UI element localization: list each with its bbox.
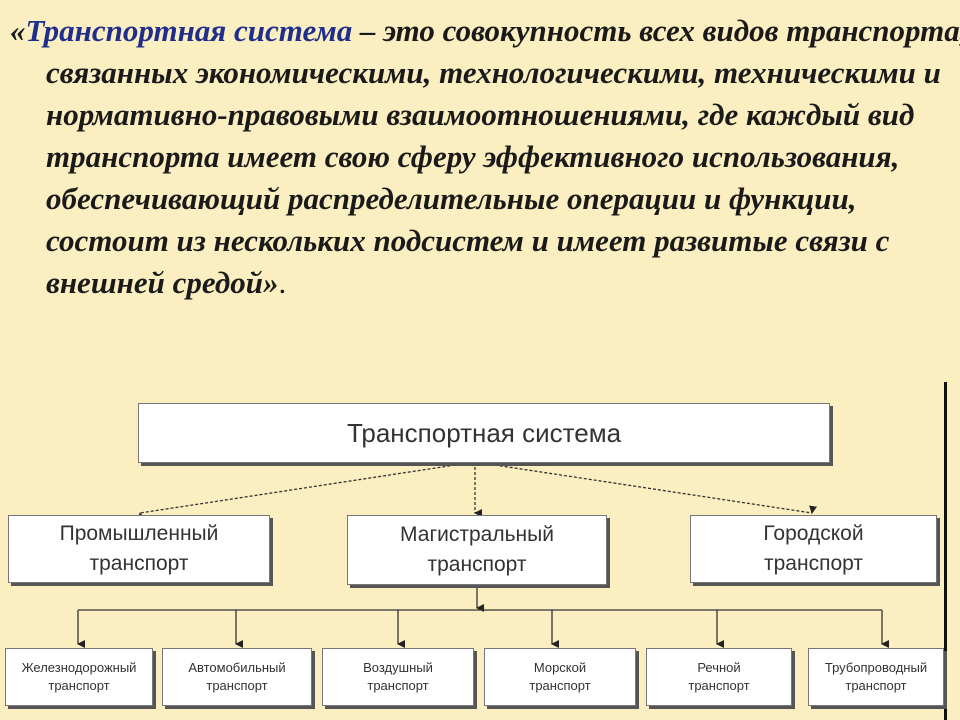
node-river-transport: Речной транспорт — [646, 648, 792, 706]
node-label-line2: транспорт — [89, 552, 189, 575]
node-urban-transport: Городской транспорт — [690, 515, 937, 583]
node-root: Транспортная система — [138, 403, 830, 463]
node-air-transport: Воздушный транспорт — [322, 648, 474, 706]
node-label-line2: транспорт — [48, 678, 110, 693]
node-label-line1: Морской — [533, 660, 587, 675]
node-rail-transport: Железнодорожный транспорт — [5, 648, 153, 706]
definition-text: «Транспортная система – это совокупность… — [10, 10, 960, 304]
node-label-line2: транспорт — [764, 552, 863, 575]
node-label-line1: Городской — [763, 522, 864, 545]
node-label-line2: транспорт — [206, 678, 268, 693]
node-label-line1: Речной — [697, 660, 741, 675]
connector-root-industrial — [137, 461, 476, 521]
node-sea-transport: Морской транспорт — [484, 648, 636, 706]
node-pipeline-transport: Трубопроводный транспорт — [808, 648, 944, 706]
definition-body: – это совокупность всех видов транспорта… — [46, 13, 960, 300]
node-auto-transport: Автомобильный транспорт — [162, 648, 312, 706]
node-label-line2: транспорт — [427, 553, 527, 576]
connector-root-urban — [474, 461, 818, 514]
node-label-line1: Автомобильный — [188, 660, 286, 675]
node-label-line1: Промышленный — [59, 522, 219, 545]
definition-end: . — [278, 265, 287, 300]
node-label-line2: транспорт — [367, 678, 429, 693]
node-root-label: Транспортная система — [346, 417, 622, 448]
node-label-line1: Воздушный — [363, 660, 433, 675]
open-quote: « — [10, 13, 26, 48]
definition-term: Транспортная система — [25, 13, 353, 48]
node-mainline-transport: Магистральный транспорт — [347, 515, 607, 585]
vertical-divider-line — [944, 382, 947, 720]
node-industrial-transport: Промышленный транспорт — [8, 515, 270, 583]
node-label-line1: Магистральный — [400, 523, 554, 546]
node-label-line2: транспорт — [529, 678, 591, 693]
node-label-line1: Железнодорожный — [21, 660, 137, 675]
node-label-line1: Трубопроводный — [824, 660, 928, 675]
node-label-line2: транспорт — [845, 678, 907, 693]
node-label-line2: транспорт — [688, 678, 750, 693]
